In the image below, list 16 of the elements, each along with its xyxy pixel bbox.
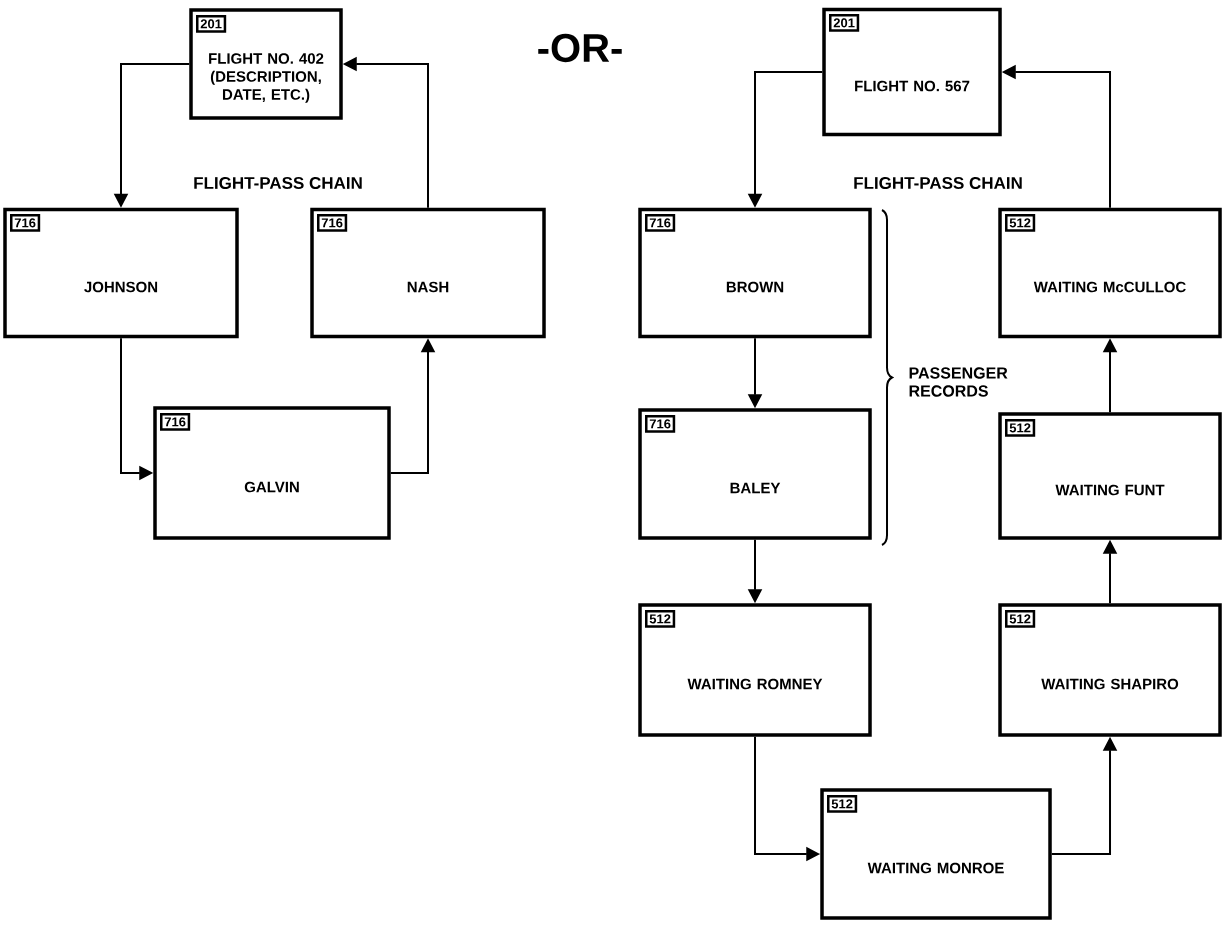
chain-label: FLIGHT-PASS CHAIN <box>854 177 1022 190</box>
number-tag: 512 <box>645 610 676 628</box>
divider-text: -OR- <box>538 33 622 63</box>
number-tag: 201 <box>829 14 860 32</box>
number-tag: 716 <box>645 415 676 433</box>
number-tag: 716 <box>160 413 191 431</box>
number-tag: 716 <box>317 214 348 232</box>
number-tag: 512 <box>1005 610 1036 628</box>
number-tag: 512 <box>1005 214 1036 232</box>
number-tag: 716 <box>10 214 41 232</box>
bracket-label: PASSENGER RECORDS <box>909 367 1008 397</box>
number-tag: 716 <box>645 214 676 232</box>
number-tag: 512 <box>827 795 858 813</box>
chain-label: FLIGHT-PASS CHAIN <box>194 177 362 190</box>
number-tag: 201 <box>196 15 227 33</box>
number-tag: 512 <box>1005 419 1036 437</box>
